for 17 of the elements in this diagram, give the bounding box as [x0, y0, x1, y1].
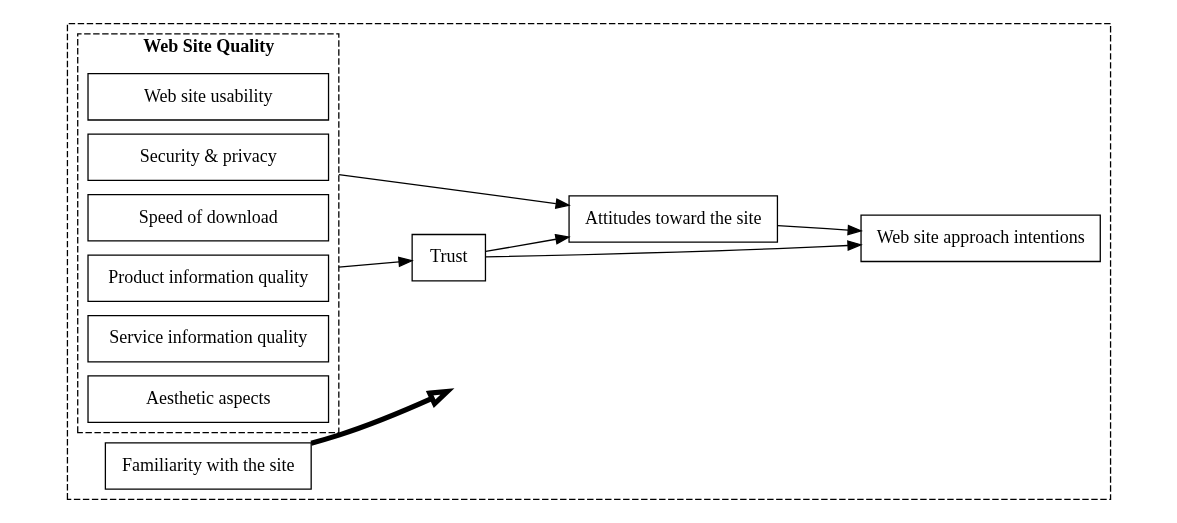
- node-box: Speed of download: [86, 193, 329, 242]
- node-box: Familiarity with the site: [104, 442, 312, 490]
- node-box: Attitudes toward the site: [567, 195, 778, 243]
- node-box: Security & privacy: [86, 133, 329, 182]
- arrow: [484, 233, 571, 253]
- arrow: [776, 224, 863, 236]
- node-box: Trust: [411, 233, 486, 282]
- node-box: Service information quality: [86, 314, 329, 363]
- arrow: [337, 173, 571, 209]
- node-box: Product information quality: [86, 254, 329, 302]
- node-box: Aesthetic aspects: [86, 375, 329, 423]
- arrow: [484, 240, 863, 258]
- node-box: Web site approach intentions: [859, 214, 1101, 263]
- cluster: [66, 22, 1111, 501]
- node-box: Web site usability: [86, 73, 329, 121]
- arrow: [310, 388, 454, 446]
- arrow: [337, 256, 414, 268]
